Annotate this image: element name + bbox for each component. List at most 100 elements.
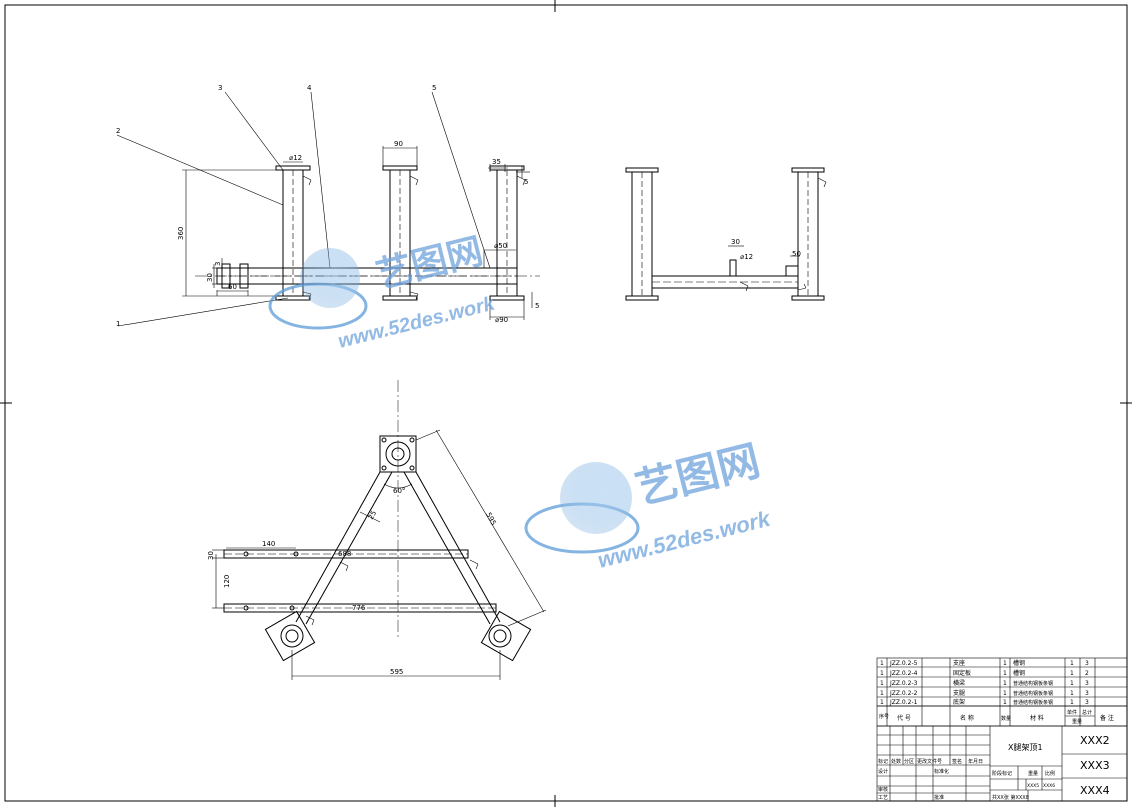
bom-row-4-w2: 3 xyxy=(1085,690,1089,697)
plan-view xyxy=(212,380,547,680)
bom-text: 1 JZZ.0.2-5 支座 1 槽钢 1 3 1 JZZ.0.2-4 固定板 … xyxy=(879,659,1114,725)
dim-5-bot: 5 xyxy=(535,302,539,310)
plan-dim-25: 25 xyxy=(367,509,378,521)
front-view-labels: 1 2 3 4 5 ⌀12 90 35 5 360 3 30 60 ⌀50 ⌀9… xyxy=(116,84,539,328)
bom-row-1-code: JZZ.0.2-5 xyxy=(889,660,918,667)
bom-row-3-material: 普通结构钢板条钢 xyxy=(1013,680,1053,687)
bom-row-1-no: 1 xyxy=(880,660,884,667)
plan-dim-60deg: 60° xyxy=(393,487,405,495)
bom-row-1-w1: 1 xyxy=(1070,660,1074,667)
bom-row-4-no: 1 xyxy=(880,690,884,697)
bom-row-3-name: 横梁 xyxy=(953,679,965,687)
title-material-cell: XXX2 xyxy=(1080,734,1110,747)
label-approve: 批准 xyxy=(934,794,944,801)
bom-header-qty: 数量 xyxy=(1001,715,1011,722)
bom-row-2-w1: 1 xyxy=(1070,670,1074,677)
bom-row-2-qty: 1 xyxy=(1003,670,1007,677)
bom-row-2-name: 固定板 xyxy=(953,669,971,677)
dim-3: 3 xyxy=(214,262,222,266)
label-standardize: 标准化 xyxy=(934,768,949,775)
dim-phi12: ⌀12 xyxy=(289,154,302,162)
plan-dim-595-bottom: 595 xyxy=(390,668,403,676)
bom-header-material: 材 料 xyxy=(1030,714,1044,722)
dim-phi90: ⌀90 xyxy=(495,316,508,324)
bom-header-name: 名 称 xyxy=(960,714,974,722)
label-scale: 比例 xyxy=(1045,770,1055,777)
bom-row-3-code: JZZ.0.2-3 xyxy=(889,680,918,687)
globe-icon xyxy=(560,462,632,534)
callout-1: 1 xyxy=(116,320,120,328)
label-designer: 设计 xyxy=(878,768,888,775)
side-view xyxy=(625,167,827,301)
rev-header-mark: 标记 xyxy=(878,758,888,765)
bom-row-1-w2: 3 xyxy=(1085,660,1089,667)
dim-360: 360 xyxy=(177,227,185,240)
watermark-1: 艺图网 www.52des.work xyxy=(268,230,498,353)
dim-35: 35 xyxy=(492,158,501,166)
bom-header-code: 代 号 xyxy=(897,714,911,722)
plan-dim-30: 30 xyxy=(207,551,215,560)
plan-dim-688: 688 xyxy=(338,550,351,558)
dim-phi50: ⌀50 xyxy=(494,242,507,250)
side-dim-50: 50 xyxy=(792,250,801,258)
dim-90-top: 90 xyxy=(394,140,403,148)
watermark-brand: 艺图网 xyxy=(631,437,765,513)
bom-row-5-w1: 1 xyxy=(1070,699,1074,706)
title-drawing-no-cell: XXX4 xyxy=(1080,784,1110,797)
bom-row-2-material: 槽钢 xyxy=(1013,669,1025,677)
rev-header-date: 年月日 xyxy=(968,758,983,765)
label-weight: 重量 xyxy=(1028,770,1038,777)
bom-row-3-w2: 3 xyxy=(1085,680,1089,687)
bom-header-no: 序号 xyxy=(879,713,889,720)
weight-value: XXX5 xyxy=(1027,783,1039,789)
bom-header-remarks: 备 注 xyxy=(1100,714,1114,722)
label-stage: 阶段标记 xyxy=(992,770,1012,777)
plan-view-labels: 140 688 30 120 776 595 25 60° 595 xyxy=(207,487,498,676)
bom-row-4-code: JZZ.0.2-2 xyxy=(889,690,918,697)
dim-30: 30 xyxy=(206,273,214,282)
bom-row-5-name: 底架 xyxy=(953,698,965,706)
bom-row-4-material: 普通结构钢板条钢 xyxy=(1013,690,1053,697)
callout-5: 5 xyxy=(432,84,436,92)
sheets-text: 共XX张 第XXX8 xyxy=(992,794,1029,801)
bom-row-3-w1: 1 xyxy=(1070,680,1074,687)
bom-row-5-material: 普通结构钢板条钢 xyxy=(1013,699,1053,706)
plan-dim-140: 140 xyxy=(262,540,275,548)
bom-row-1-name: 支座 xyxy=(953,659,965,667)
bom-header-weight: 重量 xyxy=(1072,718,1082,725)
title-drawing-name: X腿架顶1 xyxy=(1008,743,1043,752)
bom-table xyxy=(876,657,1128,727)
plan-dim-776: 776 xyxy=(352,604,366,612)
scale-value: XXX6 xyxy=(1043,783,1055,789)
bom-row-4-name: 支腿 xyxy=(953,689,965,697)
rev-header-file: 更改文件号 xyxy=(917,758,942,765)
bom-header-unit: 单件 xyxy=(1067,709,1077,716)
bom-row-1-material: 槽钢 xyxy=(1013,659,1025,667)
rev-header-zone: 分区 xyxy=(904,758,914,765)
side-dim-30: 30 xyxy=(731,238,740,246)
plan-dim-595-diag: 595 xyxy=(484,511,497,527)
title-company-cell: XXX3 xyxy=(1080,759,1110,772)
side-dim-phi12: ⌀12 xyxy=(740,253,753,261)
bom-row-1-qty: 1 xyxy=(1003,660,1007,667)
watermark-url: www.52des.work xyxy=(336,292,498,352)
callout-3: 3 xyxy=(218,84,222,92)
side-view-labels: 30 ⌀12 50 xyxy=(731,238,801,261)
label-checker: 审核 xyxy=(878,786,888,793)
bom-row-5-no: 1 xyxy=(880,699,884,706)
callout-2: 2 xyxy=(116,127,120,135)
bom-row-2-code: JZZ.0.2-4 xyxy=(889,670,918,677)
bom-row-3-qty: 1 xyxy=(1003,680,1007,687)
title-block xyxy=(876,725,1128,802)
dim-5-top: 5 xyxy=(524,178,528,186)
front-view xyxy=(116,91,540,327)
label-process: 工艺 xyxy=(878,795,888,801)
bom-row-4-qty: 1 xyxy=(1003,690,1007,697)
title-block-text: X腿架顶1 XXX2 XXX3 XXX4 标记 处数 分区 更改文件号 签名 年… xyxy=(878,734,1110,801)
bom-row-5-w2: 3 xyxy=(1085,699,1089,706)
bom-header-total: 总计 xyxy=(1082,709,1092,716)
callout-4: 4 xyxy=(307,84,312,92)
globe-icon xyxy=(300,248,360,308)
